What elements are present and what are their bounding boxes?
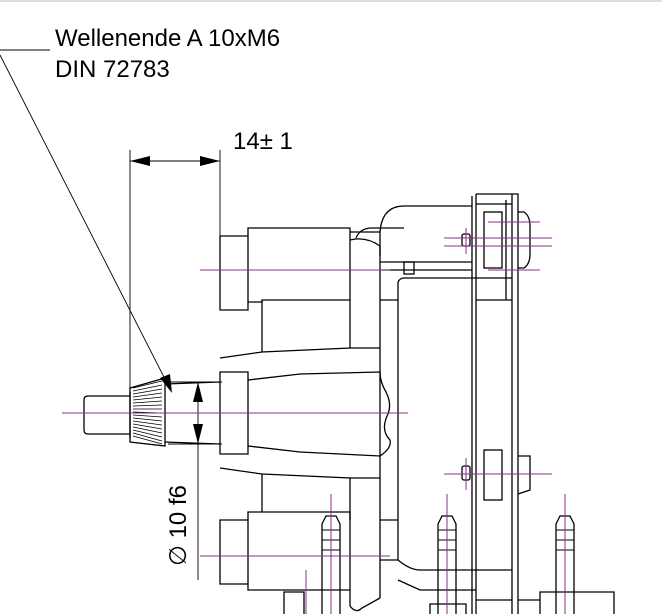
callout-line-2: DIN 72783 <box>55 56 170 83</box>
shaft-end <box>83 377 221 447</box>
diameter-dimension: ∅ 10 f6 <box>165 381 222 580</box>
pump-housing <box>219 193 531 614</box>
length-dimension-text: 14± 1 <box>233 128 293 155</box>
shaft-callout: Wellenende A 10xM6 DIN 72783 <box>0 25 280 393</box>
length-dimension: 14± 1 <box>129 128 293 400</box>
callout-leader-diagonal <box>0 54 169 386</box>
spline-teeth <box>132 380 163 445</box>
diameter-dimension-text: ∅ 10 f6 <box>165 485 192 566</box>
center-lines <box>62 221 566 614</box>
callout-line-1: Wellenende A 10xM6 <box>55 25 280 52</box>
